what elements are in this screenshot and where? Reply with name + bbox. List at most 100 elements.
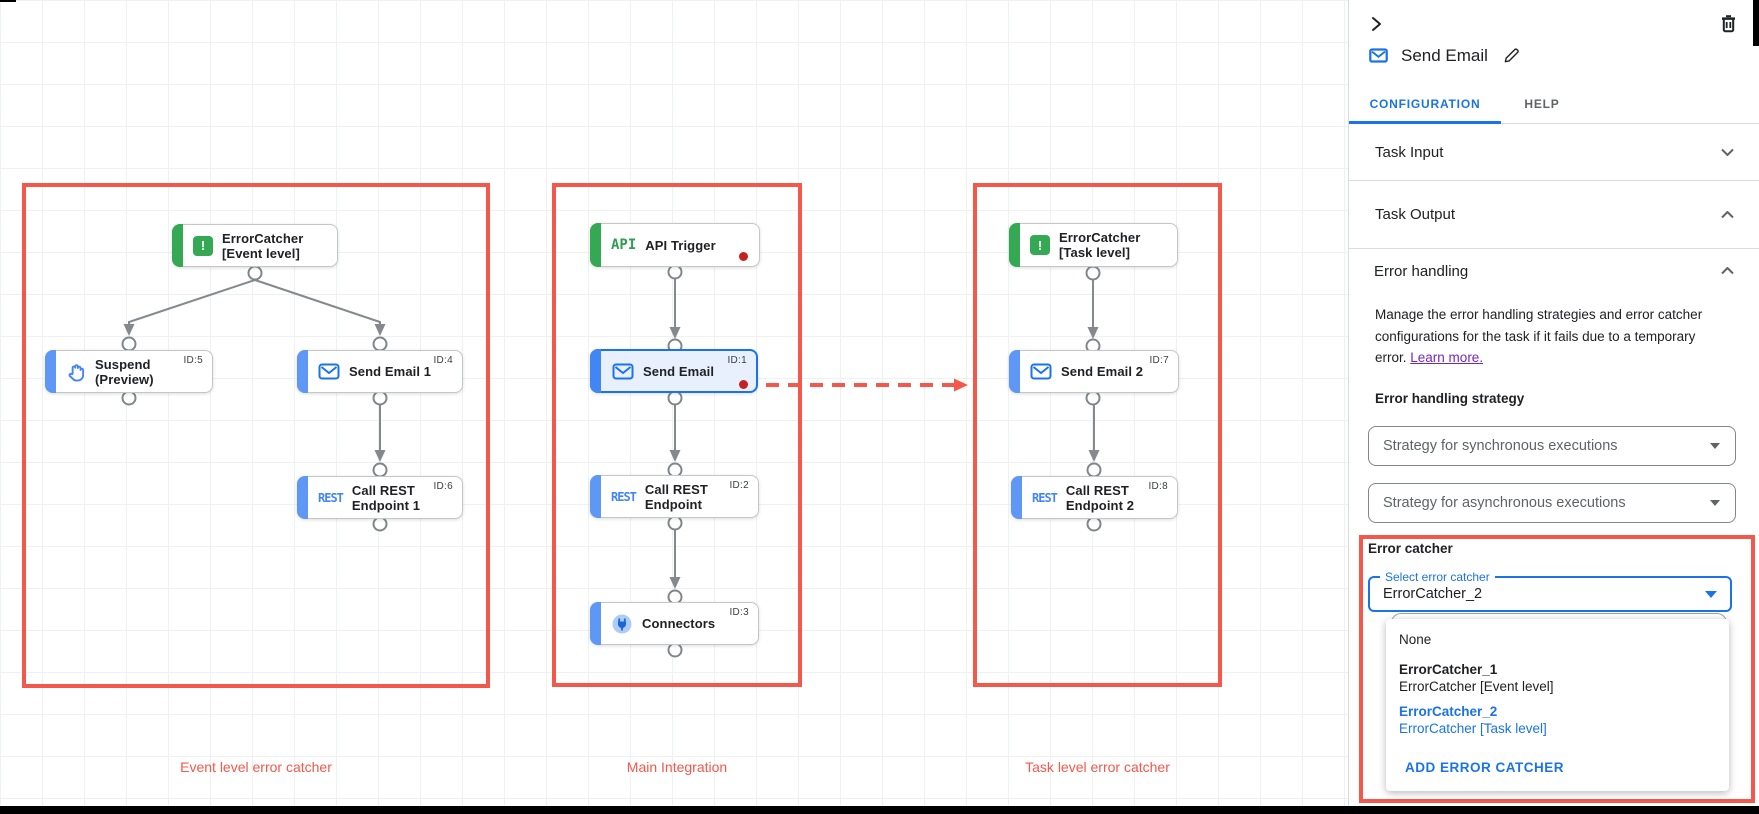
collapse-panel-button[interactable] <box>1366 13 1386 35</box>
task-config-panel: Send Email CONFIGURATION HELP Task Input… <box>1348 0 1759 806</box>
group-label-main-integration: Main Integration <box>626 759 728 775</box>
group-label-task-level: Task level error catcher <box>1025 759 1170 775</box>
node-send-email-2[interactable]: Send Email 2 ID:7 <box>1009 350 1179 393</box>
node-label: Call REST Endpoint 1 <box>351 482 421 513</box>
node-label: Send Email 1 <box>349 364 432 379</box>
async-strategy-select[interactable]: Strategy for asynchronous executions <box>1368 483 1736 523</box>
node-accent-bar <box>45 350 56 393</box>
error-indicator-dot <box>739 380 748 389</box>
node-suspend[interactable]: Suspend (Preview) ID:5 <box>45 350 213 393</box>
tab-help[interactable]: HELP <box>1501 84 1583 123</box>
error-catcher-highlight-box <box>1359 535 1755 803</box>
node-accent-bar <box>590 349 601 393</box>
menu-item-errorcatcher-2-name[interactable]: ErrorCatcher_2 <box>1399 704 1498 719</box>
node-accent-bar <box>297 476 308 519</box>
node-label: Send Email 2 <box>1061 364 1144 379</box>
node-id-badge: ID:5 <box>183 355 203 366</box>
sync-strategy-select[interactable]: Strategy for synchronous executions <box>1368 426 1736 466</box>
node-label: API Trigger <box>645 237 716 253</box>
node-label: Suspend (Preview) <box>95 356 154 387</box>
rest-icon: REST <box>318 490 344 505</box>
tab-configuration[interactable]: CONFIGURATION <box>1349 84 1501 124</box>
node-label: Call REST Endpoint 2 <box>1065 482 1135 513</box>
error-catcher-label: Error catcher <box>1368 541 1453 556</box>
node-accent-bar <box>297 350 308 393</box>
caret-down-icon <box>1710 500 1720 506</box>
node-api-trigger[interactable]: API API Trigger <box>590 223 760 267</box>
error-catcher-select[interactable]: Select error catcher ErrorCatcher_2 <box>1368 570 1732 612</box>
node-label: Call REST Endpoint <box>644 481 708 512</box>
rename-task-button[interactable] <box>1501 45 1522 66</box>
panel-tabs: CONFIGURATION HELP <box>1349 84 1759 124</box>
chevron-up-icon <box>1721 210 1734 219</box>
menu-item-errorcatcher-1-desc[interactable]: ErrorCatcher [Event level] <box>1399 679 1554 694</box>
group-box-main-integration <box>552 183 802 687</box>
add-error-catcher-button[interactable]: ADD ERROR CATCHER <box>1405 760 1564 775</box>
node-id-badge: ID:7 <box>1149 355 1169 366</box>
hand-icon <box>68 363 85 381</box>
node-ports[interactable] <box>121 264 1102 658</box>
delete-task-button[interactable] <box>1718 12 1739 35</box>
section-task-input[interactable]: Task Input <box>1349 124 1759 181</box>
node-id-badge: ID:4 <box>433 355 453 366</box>
email-icon <box>1369 48 1388 63</box>
node-label: ErrorCatcher [Task level] <box>1059 230 1141 260</box>
node-id-badge: ID:2 <box>729 480 749 491</box>
section-label: Error handling <box>1374 262 1469 280</box>
group-box-task-level <box>973 183 1222 687</box>
menu-item-errorcatcher-2-desc[interactable]: ErrorCatcher [Task level] <box>1399 721 1547 736</box>
node-call-rest-endpoint-1[interactable]: REST Call REST Endpoint 1 ID:6 <box>297 476 463 519</box>
learn-more-link[interactable]: Learn more. <box>1410 350 1484 365</box>
group-box-event-level <box>22 183 490 688</box>
screenshot-right-edge <box>1753 0 1759 46</box>
node-id-badge: ID:6 <box>433 481 453 492</box>
error-catcher-icon: ! <box>1030 235 1050 255</box>
integration-canvas[interactable]: ! ErrorCatcher [Event level] Suspend (Pr… <box>0 0 1348 806</box>
menu-item-errorcatcher-1-name[interactable]: ErrorCatcher_1 <box>1399 662 1498 677</box>
error-indicator-dot <box>739 252 748 261</box>
select-value: ErrorCatcher_2 <box>1383 586 1483 602</box>
section-task-output[interactable]: Task Output <box>1349 181 1759 249</box>
node-errorcatcher-task-level[interactable]: ! ErrorCatcher [Task level] <box>1009 223 1178 267</box>
node-accent-bar <box>590 475 601 518</box>
node-errorcatcher-event-level[interactable]: ! ErrorCatcher [Event level] <box>172 224 338 267</box>
node-label: Send Email <box>643 363 715 379</box>
rest-icon: REST <box>1032 490 1058 505</box>
node-send-email-1[interactable]: Send Email 1 ID:4 <box>297 350 463 393</box>
api-icon: API <box>611 237 637 253</box>
screenshot-top-left-edge <box>0 0 16 2</box>
node-label: Connectors <box>642 616 716 631</box>
node-accent-bar <box>1009 223 1020 267</box>
caret-down-icon <box>1710 443 1720 449</box>
node-connectors[interactable]: Connectors ID:3 <box>590 602 759 645</box>
select-value: Strategy for asynchronous executions <box>1383 495 1626 511</box>
node-id-badge: ID:3 <box>729 607 749 618</box>
connectors-icon <box>612 614 632 633</box>
panel-title: Send Email <box>1401 45 1488 65</box>
chevron-right-icon <box>1372 17 1381 31</box>
error-catcher-icon: ! <box>193 235 213 256</box>
node-accent-bar <box>590 223 601 267</box>
menu-item-none[interactable]: None <box>1399 632 1432 647</box>
node-call-rest-endpoint-2[interactable]: REST Call REST Endpoint 2 ID:8 <box>1011 476 1178 519</box>
description-text: Manage the error handling strategies and… <box>1375 307 1703 365</box>
node-accent-bar <box>590 602 601 645</box>
pencil-icon <box>1504 48 1519 63</box>
node-id-badge: ID:1 <box>727 355 747 366</box>
group-label-event-level: Event level error catcher <box>180 759 332 775</box>
section-label: Task Input <box>1375 143 1444 161</box>
chevron-down-icon <box>1721 148 1734 157</box>
section-label: Task Output <box>1375 206 1456 223</box>
section-error-handling[interactable]: Error handling <box>1349 249 1759 293</box>
email-icon <box>612 363 634 379</box>
node-id-badge: ID:8 <box>1148 481 1168 492</box>
node-send-email-selected[interactable]: Send Email ID:1 <box>590 349 758 393</box>
edges-layer <box>121 264 1102 658</box>
error-handling-strategy-label: Error handling strategy <box>1375 391 1525 406</box>
node-accent-bar <box>1009 350 1020 393</box>
node-accent-bar <box>172 224 183 267</box>
email-icon <box>1030 363 1052 380</box>
rest-icon: REST <box>611 489 637 504</box>
node-call-rest-endpoint[interactable]: REST Call REST Endpoint ID:2 <box>590 475 759 518</box>
edge-arrowheads <box>123 324 1100 589</box>
